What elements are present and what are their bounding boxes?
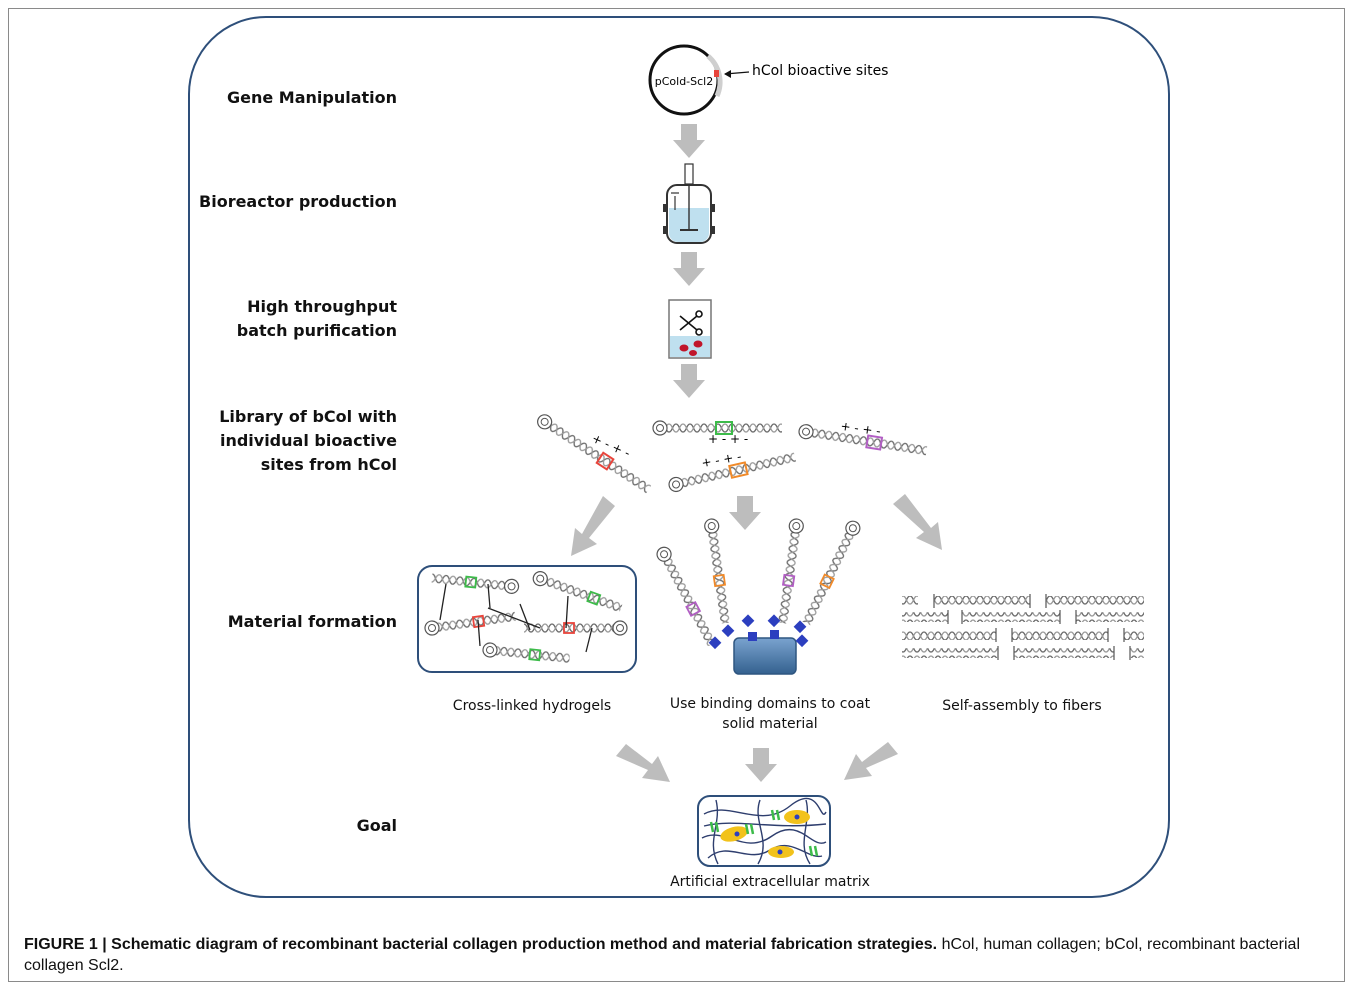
process-panel: [188, 16, 1170, 898]
figure-caption-rest: hCol, human collagen; bCol, recombinant …: [24, 936, 1300, 974]
hydrogel-network: [417, 565, 637, 673]
diag-arrow-left: [571, 496, 615, 556]
figure-caption: FIGURE 1 | Schematic diagram of recombin…: [24, 934, 1334, 976]
library-charges-d: + - + -: [840, 419, 882, 438]
figure-frame: [8, 8, 1345, 982]
solid-material-block: [733, 637, 797, 675]
stage-purification-label: High throughput batch purification: [237, 295, 397, 343]
stage-library-line1: Library of bCol with: [219, 407, 397, 426]
binding-domains: [708, 614, 809, 650]
goal-caption: Artificial extracellular matrix: [670, 874, 870, 890]
diag-arrow-goal-left: [616, 744, 670, 782]
library-charges-c: + - + -: [700, 449, 742, 470]
stage-goal-label: Goal: [356, 816, 397, 835]
library-helix-purple: [797, 423, 928, 457]
stage-purification-line1: High throughput: [247, 297, 397, 316]
down-arrow-2: [673, 252, 705, 286]
plasmid-annotation: hCol bioactive sites: [752, 63, 888, 79]
fibers-caption: Self-assembly to fibers: [942, 698, 1102, 714]
stage-library-line2: individual bioactive: [219, 431, 397, 450]
stage-library-line3: sites from hCol: [260, 455, 397, 474]
down-arrow-3: [673, 364, 705, 398]
library-helices: + - + - + - + - + - + - + - + -: [534, 411, 928, 495]
library-helix-green: [652, 420, 782, 436]
figure-caption-lead: FIGURE 1 | Schematic diagram of recombin…: [24, 936, 938, 953]
diag-arrow-goal-right: [844, 742, 898, 780]
hydrogel-caption: Cross-linked hydrogels: [452, 698, 612, 714]
down-arrow-goal: [745, 748, 777, 782]
library-charges-b: + - + -: [708, 432, 748, 446]
bioreactor-icon: [663, 163, 715, 244]
library-helix-orange: [667, 451, 797, 494]
stage-material-formation-label: Material formation: [227, 612, 397, 631]
binding-coat-assembly: [653, 517, 863, 675]
purification-beaker-icon: [668, 299, 712, 359]
plasmid-icon: pCold-Scl2 hCol bioactive sites: [648, 44, 888, 116]
self-assembled-fibers: [902, 594, 1144, 660]
coat-caption: Use binding domains to coat solid materi…: [650, 694, 890, 734]
scissors-icon: [679, 310, 703, 336]
stage-gene-manipulation-label: Gene Manipulation: [226, 88, 397, 107]
down-arrow-1: [673, 124, 705, 158]
coat-caption-line1: Use binding domains to coat: [669, 696, 871, 712]
flow-arrows: [571, 124, 942, 782]
stage-purification-line2: batch purification: [236, 321, 397, 340]
plasmid-name: pCold-Scl2: [655, 75, 714, 88]
diag-arrow-right: [893, 494, 942, 550]
down-arrow-center: [729, 496, 761, 530]
stage-library-label: Library of bCol with individual bioactiv…: [219, 405, 397, 477]
artificial-ecm-icon: [697, 795, 831, 867]
stage-bioreactor-label: Bioreactor production: [199, 192, 397, 211]
coat-caption-line2: solid material: [722, 716, 818, 732]
library-helix-red: [534, 411, 652, 495]
